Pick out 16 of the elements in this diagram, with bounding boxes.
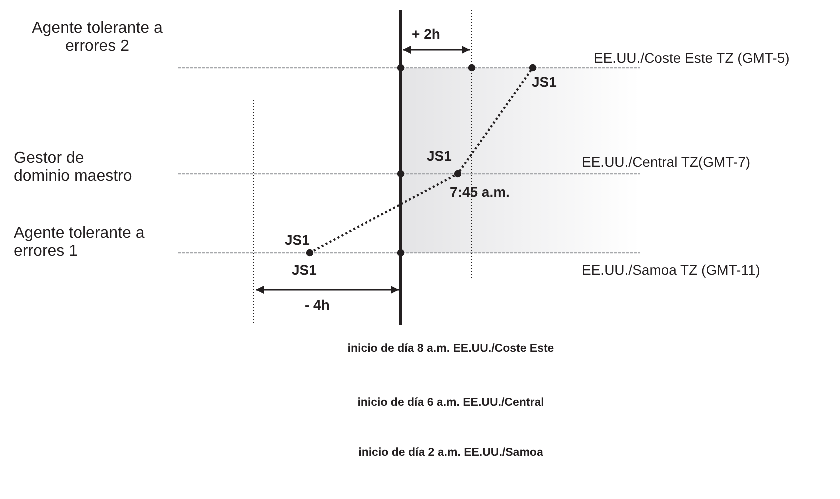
timezone-label: EE.UU./Coste Este TZ (GMT-5) [594, 50, 790, 66]
dimension-label: - 4h [305, 297, 330, 314]
dimension-label: + 2h [412, 26, 440, 42]
timezone-label: EE.UU./Samoa TZ (GMT-11) [582, 262, 760, 278]
time-label: 7:45 a.m. [450, 184, 510, 200]
job-label: JS1 [532, 74, 557, 90]
job-label: JS1 [427, 148, 452, 164]
row-label: Gestor de dominio maestro [14, 150, 134, 187]
caption: inicio de día 6 a.m. EE.UU./Central [356, 397, 546, 410]
job-label: JS1 [285, 232, 310, 248]
caption: inicio de día 8 a.m. EE.UU./Coste Este [346, 343, 556, 356]
row-label: Agente tolerante a errores 1 [14, 225, 146, 262]
row-label: Agente tolerante a errores 2 [31, 20, 164, 57]
timezone-label: EE.UU./Central TZ(GMT-7) [582, 154, 751, 170]
job-label: JS1 [292, 262, 317, 278]
caption: inicio de día 2 a.m. EE.UU./Samoa [358, 447, 544, 460]
